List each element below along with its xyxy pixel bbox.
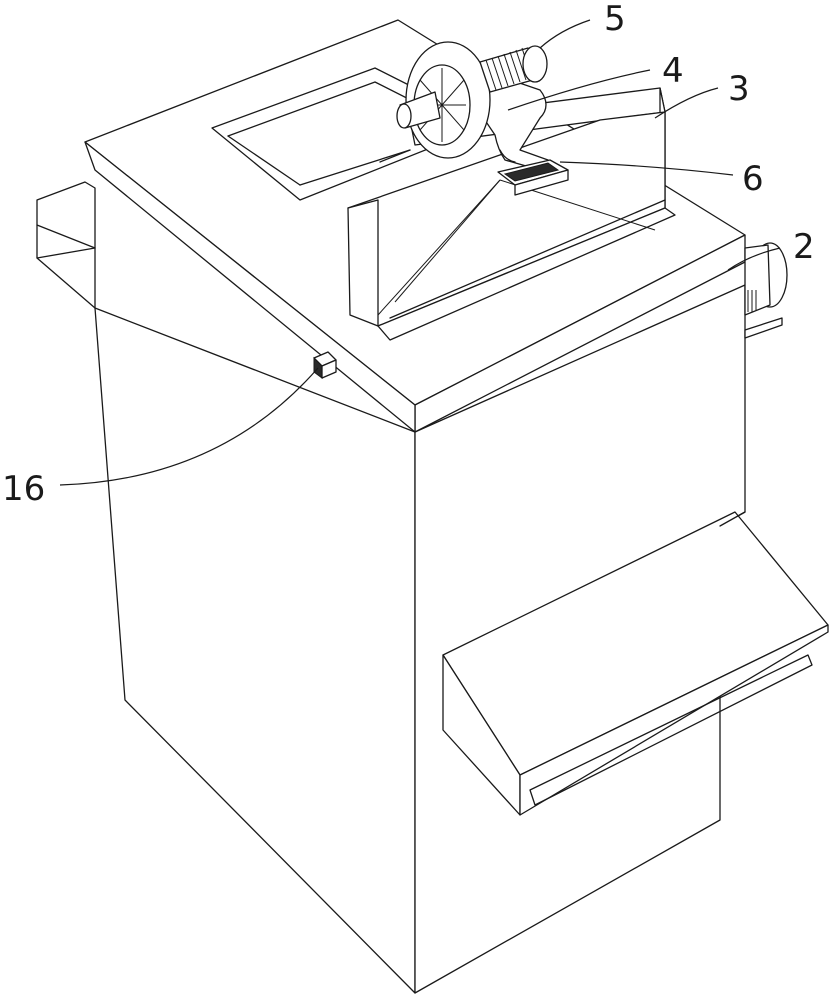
motor-5 [480,46,547,92]
callout-5: 5 [604,0,626,39]
callout-6: 6 [742,159,764,199]
side-bracket [745,318,782,338]
callout-2: 2 [793,227,815,267]
left-ledge [37,182,95,248]
callout-3: 3 [728,69,750,109]
sensor-16 [314,352,336,378]
callout-16: 16 [2,469,45,509]
leader-5 [540,20,590,48]
callout-4: 4 [662,51,684,91]
motor-endcap [523,46,547,82]
cabinet-left-face [95,308,415,993]
